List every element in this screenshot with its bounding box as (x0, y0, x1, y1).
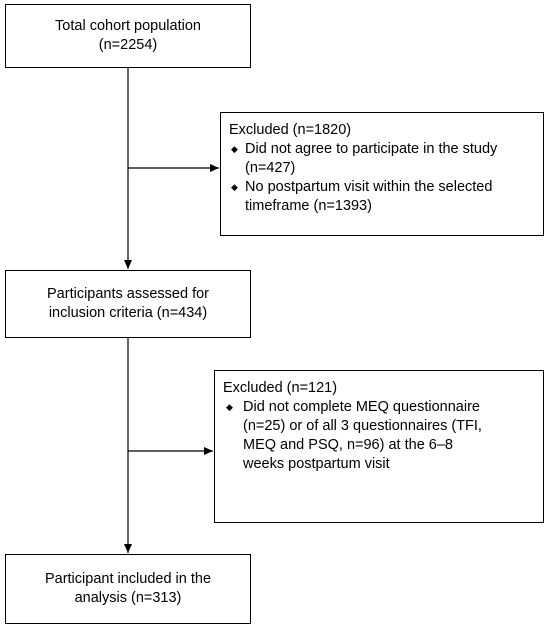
assessed-label-2: inclusion criteria (n=434) (48, 305, 208, 321)
excluded-box-1: Excluded (n=1820) ◆ Did not agree to par… (220, 112, 544, 236)
total-cohort-count: (n=2254) (98, 37, 158, 53)
included-box: Participant included in the analysis (n=… (5, 554, 251, 624)
excluded-box-2: Excluded (n=121) ◆ Did not complete MEQ … (214, 370, 544, 523)
total-cohort-label: Total cohort population (55, 18, 201, 34)
excluded-1-reason-2: ◆ No postpartum visit within the selecte… (231, 179, 493, 214)
excluded-2-title: Excluded (n=121) (223, 380, 338, 396)
diamond-bullet-icon: ◆ (231, 182, 238, 192)
diamond-bullet-icon: ◆ (231, 144, 238, 154)
assessed-box: Participants assessed for inclusion crit… (5, 270, 251, 338)
included-label-2: analysis (n=313) (74, 590, 182, 606)
excluded-1-title: Excluded (n=1820) (229, 122, 352, 138)
excluded-2-reason-1: ◆ Did not complete MEQ questionnaire (n=… (226, 399, 482, 472)
total-cohort-box: Total cohort population (n=2254) (5, 4, 251, 68)
diamond-bullet-icon: ◆ (226, 402, 233, 412)
assessed-label-1: Participants assessed for (47, 286, 209, 302)
included-label-1: Participant included in the (44, 571, 212, 587)
excluded-1-reason-1: ◆ Did not agree to participate in the st… (231, 141, 498, 176)
